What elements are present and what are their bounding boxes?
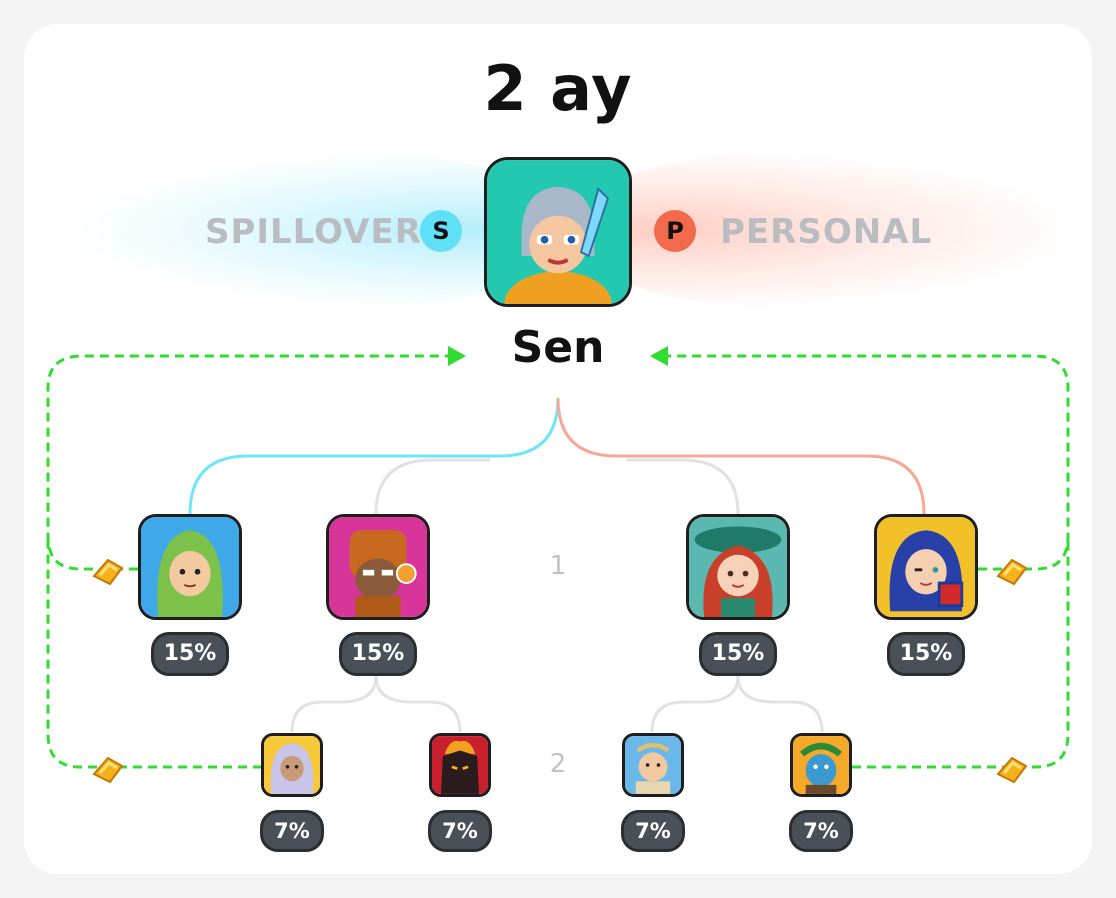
tier1-percent-badge: 15% — [339, 632, 417, 676]
tier2-avatar-laurel-hero[interactable] — [622, 733, 684, 797]
tree-line-right-inner — [626, 458, 740, 515]
tier1-avatar-blue-haired-mage[interactable] — [874, 514, 978, 620]
coin-icon — [92, 558, 124, 586]
tier2-percent-badge: 7% — [789, 810, 853, 852]
tier2-avatar-silver-haired-elf[interactable] — [261, 733, 323, 797]
tree-line-left-inner — [374, 458, 490, 515]
arrow-right-icon — [448, 346, 466, 366]
spillover-label: SPILLOVER — [205, 212, 422, 252]
you-avatar[interactable] — [484, 157, 632, 307]
flow-right-upper — [666, 354, 1070, 571]
tier2-avatar-blue-troll[interactable] — [790, 733, 852, 797]
tier2-percent-badge: 7% — [428, 810, 492, 852]
tier2-percent-badge: 7% — [621, 810, 685, 852]
tree-line-tier2-right — [650, 675, 824, 733]
flow-right-lower — [852, 540, 1070, 769]
tree-line-tier2-left — [290, 675, 462, 733]
tier1-percent-badge: 15% — [699, 632, 777, 676]
flow-left-upper — [46, 354, 450, 571]
tier1-percent-badge: 15% — [887, 632, 965, 676]
tier1-percent-badge: 15% — [151, 632, 229, 676]
tier1-avatar-hooded-ranger[interactable] — [138, 514, 242, 620]
personal-label: PERSONAL — [720, 212, 933, 252]
coin-icon — [996, 756, 1028, 784]
flow-left-lower — [46, 540, 262, 769]
tier1-avatar-red-haired-witch[interactable] — [686, 514, 790, 620]
spillover-branch-line — [188, 397, 560, 515]
arrow-left-icon — [650, 346, 668, 366]
tier2-avatar-fire-demon[interactable] — [429, 733, 491, 797]
personal-branch-line — [556, 397, 926, 515]
tier1-avatar-bearded-warrior[interactable] — [326, 514, 430, 620]
level-label: 2 — [549, 749, 567, 779]
personal-glow — [560, 150, 1070, 310]
level-label: 1 — [549, 551, 567, 581]
page-title: 2 ay — [483, 52, 633, 125]
coin-icon — [92, 756, 124, 784]
spillover-badge: S — [420, 210, 462, 252]
tier2-percent-badge: 7% — [260, 810, 324, 852]
coin-icon — [996, 558, 1028, 586]
personal-badge: P — [654, 210, 696, 252]
you-name: Sen — [511, 322, 605, 373]
